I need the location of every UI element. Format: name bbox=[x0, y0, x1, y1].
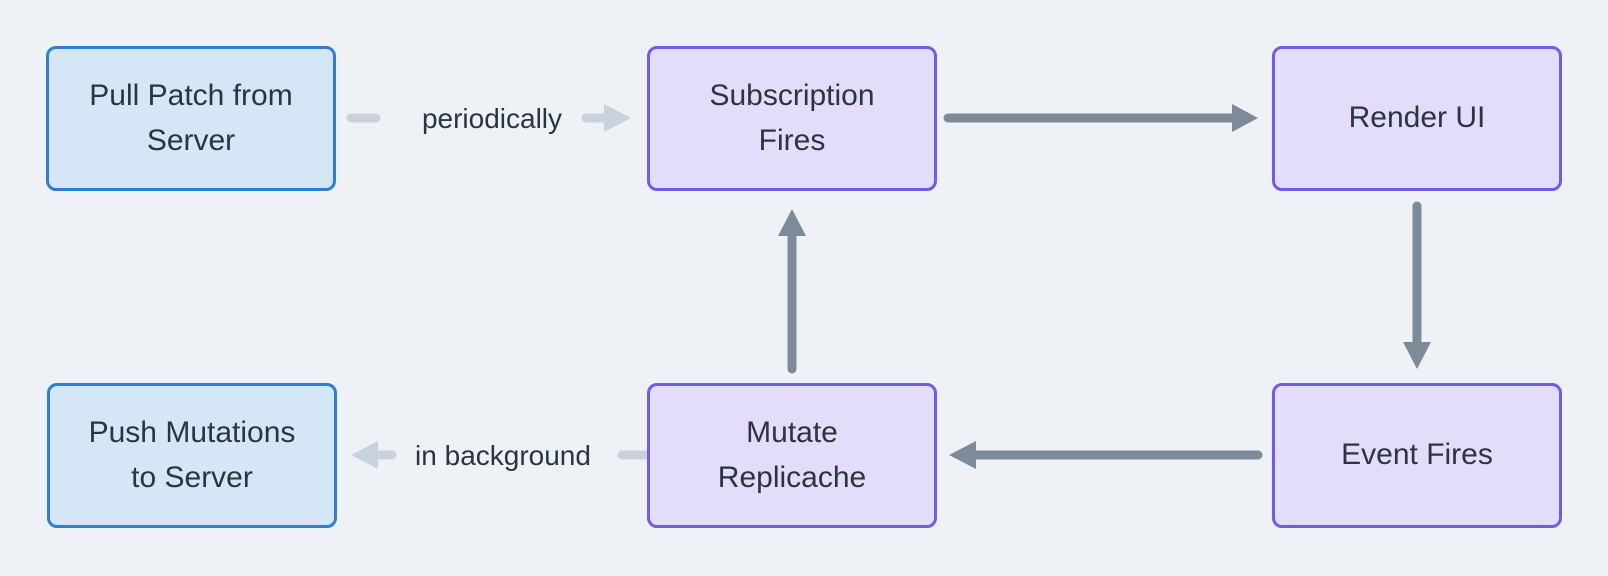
edge-label-in-background: in background bbox=[415, 440, 591, 471]
arrowhead-left-icon bbox=[351, 441, 378, 469]
arrowhead-up-icon bbox=[778, 209, 806, 236]
arrowhead-right-icon bbox=[604, 104, 631, 132]
edge-mutate-to-subscription bbox=[778, 209, 806, 374]
arrowhead-right-icon bbox=[1232, 104, 1258, 132]
edge-label-periodically: periodically bbox=[421, 103, 563, 134]
arrowhead-left-icon bbox=[949, 441, 976, 469]
node-pull-patch-from-server: Pull Patch from Server bbox=[46, 46, 336, 191]
edge-render-ui-to-event-fires bbox=[1403, 201, 1431, 369]
node-push-mutations-to-server: Push Mutations to Server bbox=[47, 383, 337, 528]
arrowhead-down-icon bbox=[1403, 342, 1431, 369]
node-mutate-replicache: Mutate Replicache bbox=[647, 383, 937, 528]
node-render-ui: Render UI bbox=[1272, 46, 1562, 191]
node-event-fires: Event Fires bbox=[1272, 383, 1562, 528]
node-subscription-fires: Subscription Fires bbox=[647, 46, 937, 191]
edge-subscription-to-render-ui bbox=[943, 104, 1258, 132]
edge-event-fires-to-mutate bbox=[949, 441, 1263, 469]
